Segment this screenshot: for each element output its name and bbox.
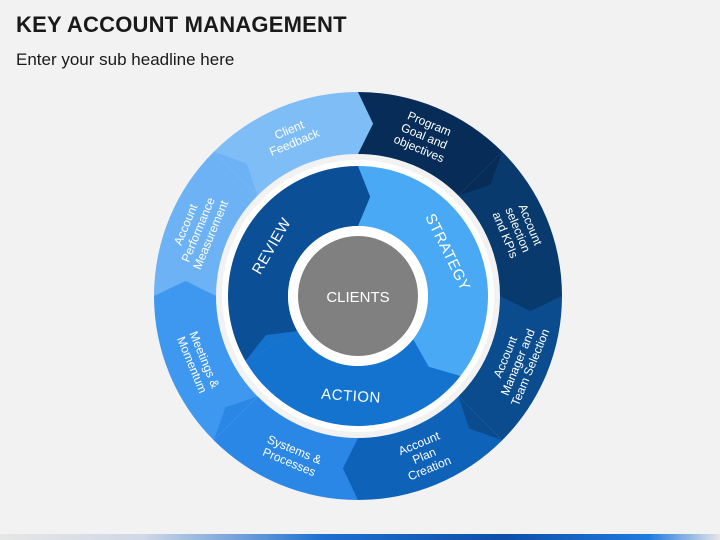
- outer-segment: [154, 151, 258, 296]
- center-label: CLIENTS: [326, 289, 389, 306]
- outer-segment: [358, 91, 503, 196]
- inner-segment: [358, 166, 489, 377]
- footer-bar: [0, 534, 720, 540]
- page-subtitle: Enter your sub headline here: [16, 50, 235, 69]
- outer-chevron: [213, 396, 258, 441]
- outer-chevron: [154, 280, 216, 296]
- outer-segment: [213, 396, 358, 500]
- inner-chevron: [358, 166, 371, 226]
- outer-ring: ProgramGoal andobjectivesAccountselectio…: [154, 91, 562, 500]
- outer-segment: [213, 92, 358, 196]
- center-circle: [298, 236, 418, 356]
- outer-segment: [154, 296, 258, 441]
- outer-segment: [358, 396, 503, 500]
- outer-chevron: [342, 438, 358, 500]
- outer-chevron: [213, 151, 258, 196]
- inner-chevron: [245, 331, 298, 361]
- outer-chevron: [358, 92, 374, 154]
- outer-chevron: [458, 151, 503, 196]
- outer-segment-label: AccountPerformanceMeasurement: [165, 187, 231, 271]
- outer-segment: [458, 151, 562, 296]
- outer-segment: [458, 296, 562, 441]
- outer-chevron: [458, 396, 503, 441]
- inner-segment: [245, 331, 461, 426]
- outer-chevron: [500, 296, 562, 312]
- page-title: KEY ACCOUNT MANAGEMENT: [16, 12, 347, 37]
- inner-segment: [228, 166, 358, 361]
- inner-segment-label: ACTION: [321, 386, 382, 407]
- inner-chevron: [413, 339, 461, 377]
- outer-segment-label: Accountselectionand KPIs: [490, 199, 547, 260]
